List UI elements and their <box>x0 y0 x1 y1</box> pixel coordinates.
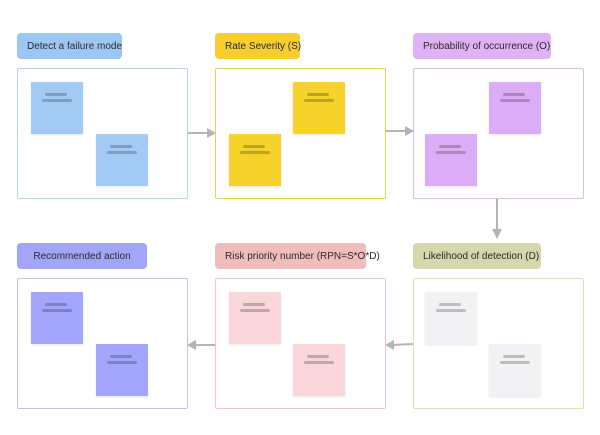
sticky-note[interactable] <box>489 82 541 134</box>
note-line <box>500 361 530 364</box>
sticky-note[interactable] <box>425 292 477 344</box>
step-label-text: Rate Severity (S) <box>225 40 302 52</box>
note-line <box>503 93 525 96</box>
sticky-note[interactable] <box>229 292 281 344</box>
note-line <box>307 93 329 96</box>
step-box-rpn[interactable] <box>215 278 386 409</box>
step-box-detect[interactable] <box>17 68 188 199</box>
note-line <box>45 303 67 306</box>
note-line <box>436 151 466 154</box>
sticky-note[interactable] <box>31 292 83 344</box>
sticky-note[interactable] <box>293 82 345 134</box>
note-line <box>500 99 530 102</box>
step-label-rpn[interactable]: Risk priority number (RPN=S*O*D) <box>215 243 380 269</box>
note-line <box>307 355 329 358</box>
sticky-note[interactable] <box>96 134 148 186</box>
step-box-detection[interactable] <box>413 278 584 409</box>
sticky-note[interactable] <box>31 82 83 134</box>
step-label-detection[interactable]: Likelihood of detection (D) <box>413 243 541 269</box>
step-label-text: Recommended action <box>33 250 131 262</box>
step-label-text: Detect a failure mode <box>27 40 123 52</box>
sticky-note[interactable] <box>489 344 541 396</box>
note-line <box>107 151 137 154</box>
step-box-occurrence[interactable] <box>413 68 584 199</box>
note-line <box>110 355 132 358</box>
step-label-severity[interactable]: Rate Severity (S) <box>215 33 302 59</box>
step-label-detect[interactable]: Detect a failure mode <box>17 33 122 59</box>
note-line <box>503 355 525 358</box>
note-line <box>304 361 334 364</box>
arrowhead <box>492 229 502 239</box>
step-box-action[interactable] <box>17 278 188 409</box>
note-line <box>42 309 72 312</box>
step-label-text: Likelihood of detection (D) <box>423 250 540 262</box>
arrowhead <box>385 340 394 350</box>
sticky-note[interactable] <box>293 344 345 396</box>
sticky-note[interactable] <box>229 134 281 186</box>
note-line <box>439 145 461 148</box>
step-box-severity[interactable] <box>215 68 386 199</box>
note-line <box>240 309 270 312</box>
step-label-action[interactable]: Recommended action <box>17 243 147 269</box>
note-line <box>243 145 265 148</box>
note-line <box>304 99 334 102</box>
note-line <box>110 145 132 148</box>
step-label-text: Probability of occurrence (O) <box>423 40 551 52</box>
step-label-occurrence[interactable]: Probability of occurrence (O) <box>413 33 551 59</box>
step-label-text: Risk priority number (RPN=S*O*D) <box>225 250 380 262</box>
sticky-note[interactable] <box>96 344 148 396</box>
note-line <box>240 151 270 154</box>
note-line <box>45 93 67 96</box>
sticky-note[interactable] <box>425 134 477 186</box>
arrowhead <box>187 340 196 350</box>
note-line <box>436 309 466 312</box>
note-line <box>439 303 461 306</box>
arrow-detection-to-rpn <box>391 343 414 346</box>
note-line <box>107 361 137 364</box>
note-line <box>42 99 72 102</box>
note-line <box>243 303 265 306</box>
